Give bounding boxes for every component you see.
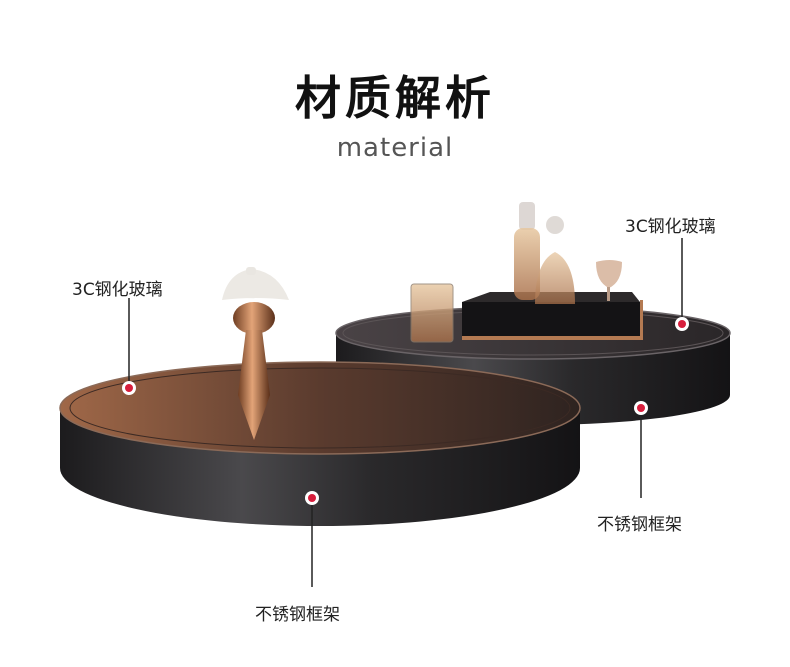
callout-marker-lower-frame (305, 491, 319, 587)
callout-label-upper-glass: 3C钢化玻璃 (625, 217, 716, 237)
callout-label-upper-frame: 不锈钢框架 (597, 515, 682, 535)
page-subtitle: material (336, 133, 454, 163)
decanters (410, 202, 622, 343)
page-title: 材质解析 (295, 71, 495, 125)
callout-label-lower-glass: 3C钢化玻璃 (72, 280, 163, 300)
lower-table (59, 361, 581, 526)
callout-marker-lower-glass (122, 298, 136, 395)
callout-marker-upper-frame (634, 401, 648, 498)
sculpture (222, 267, 289, 440)
callout-marker-upper-glass (675, 238, 689, 331)
callout-label-lower-frame: 不锈钢框架 (255, 605, 340, 625)
